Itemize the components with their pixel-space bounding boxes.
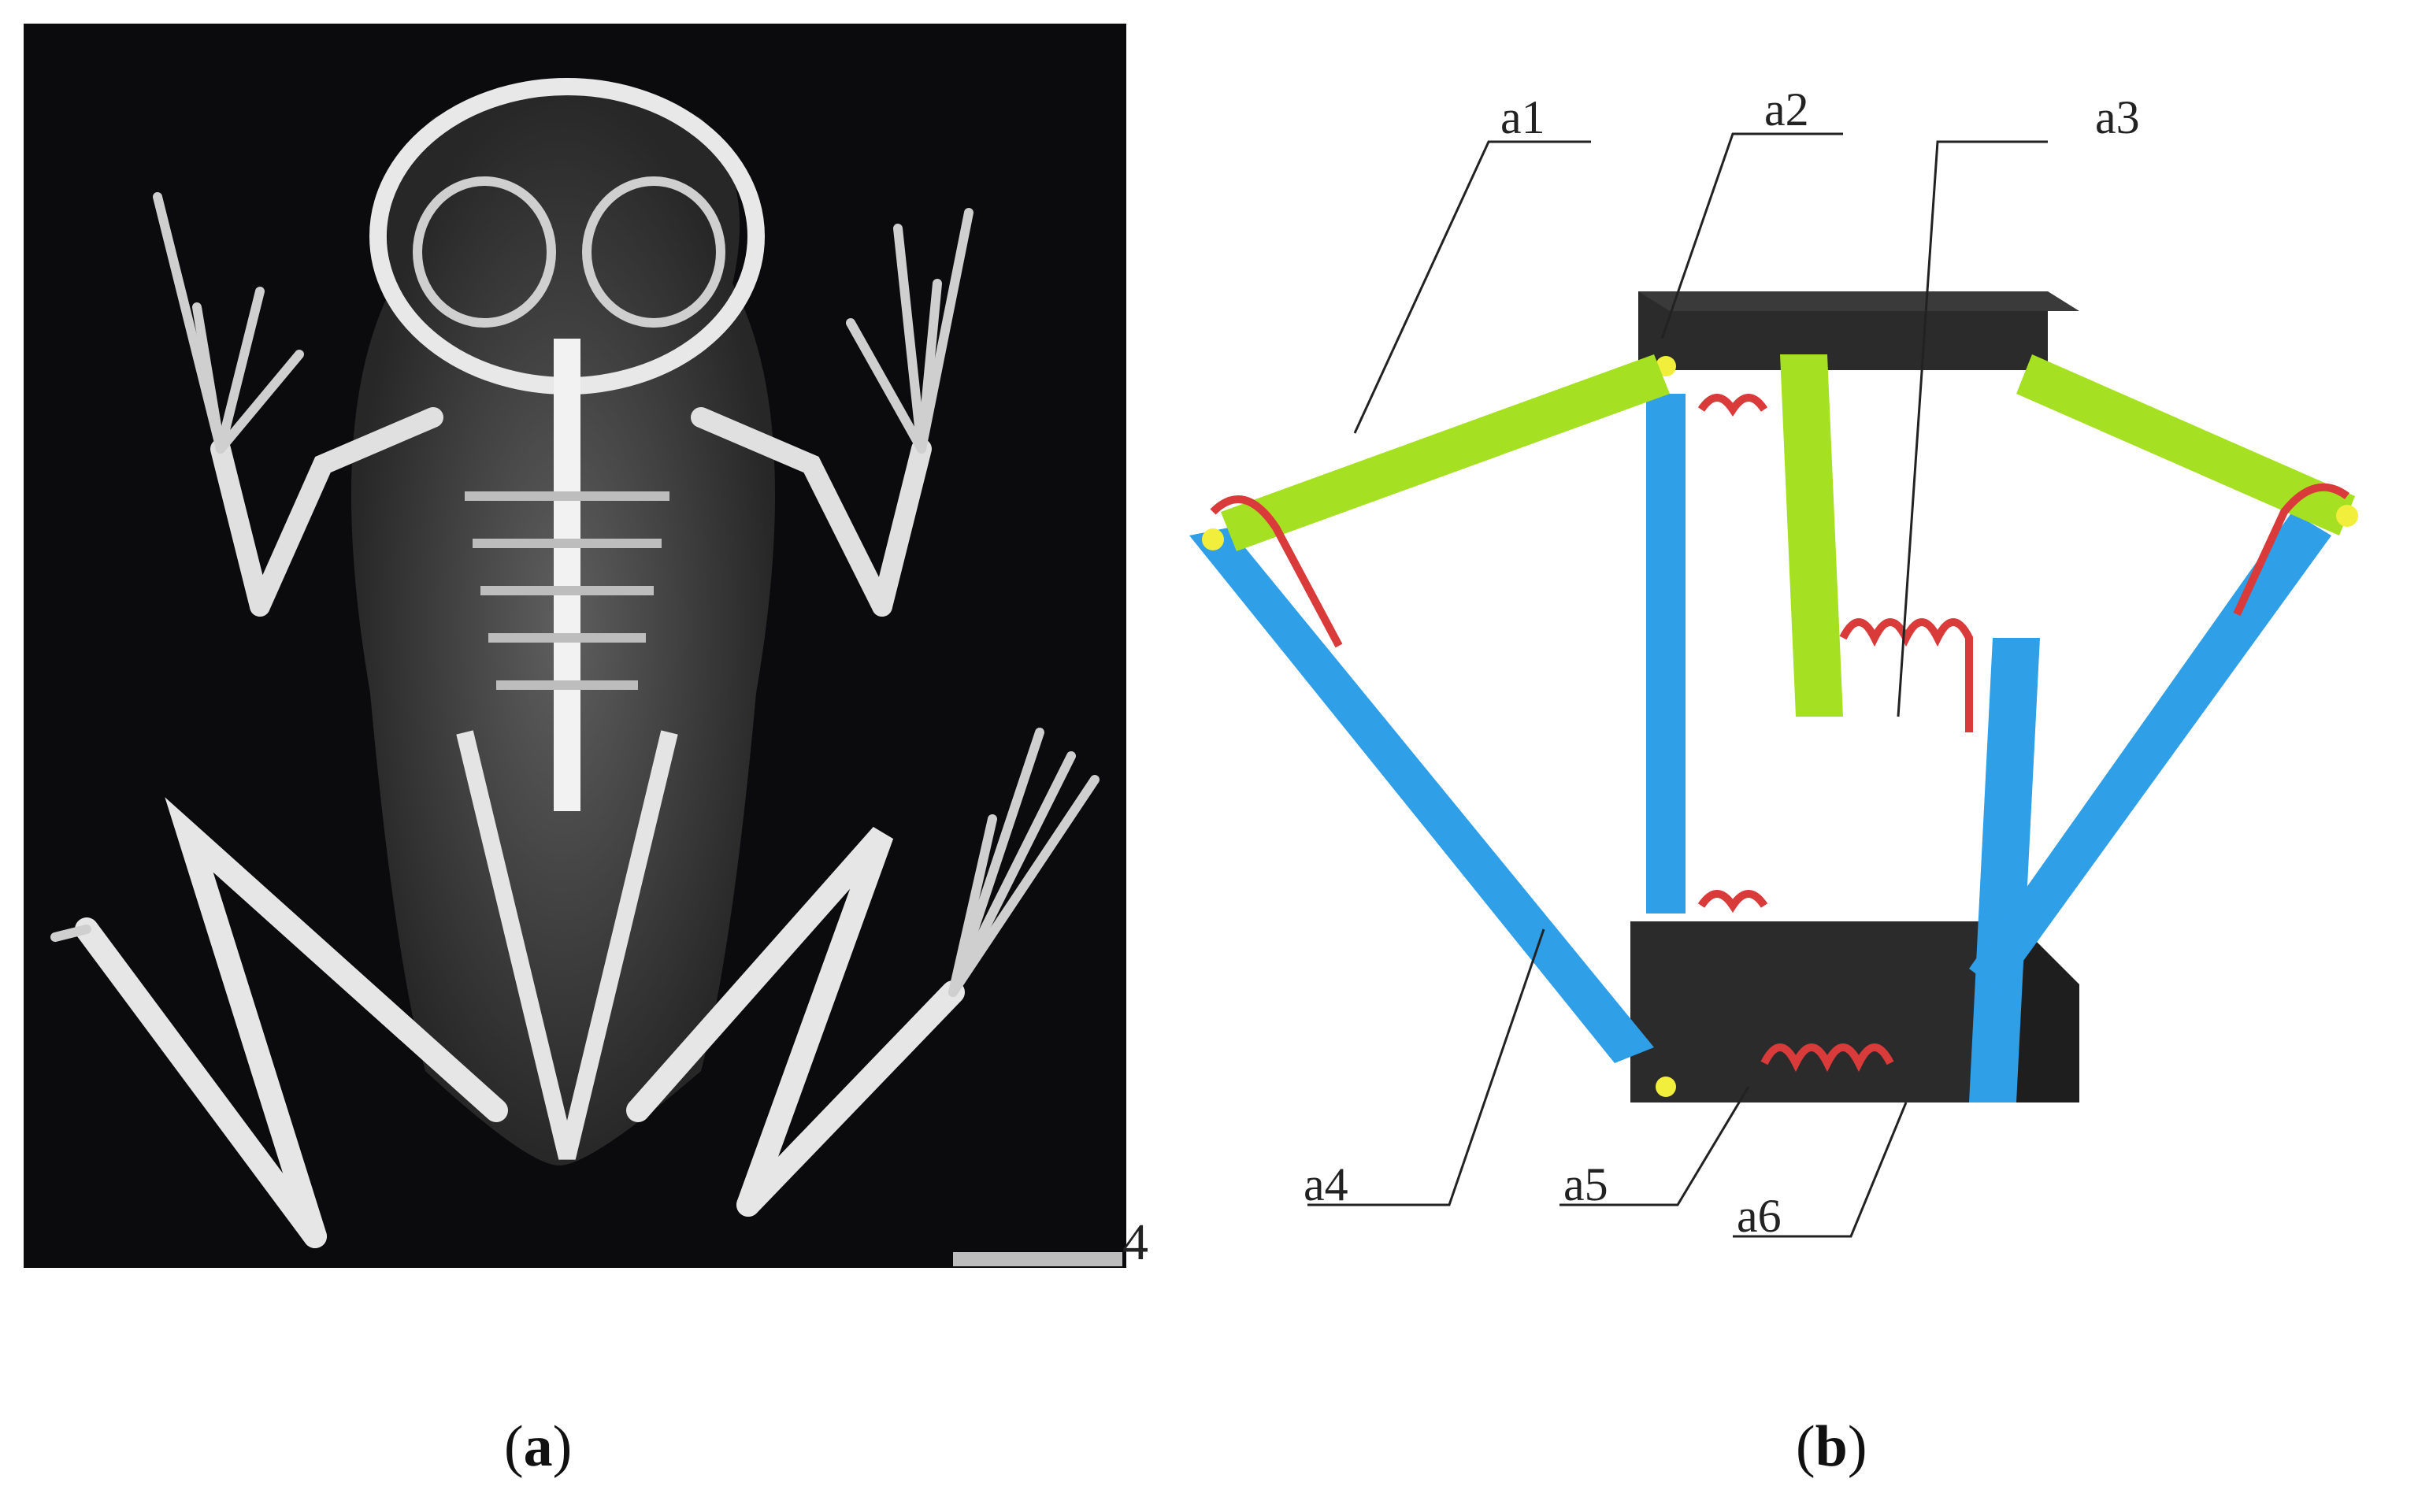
green-links: [1221, 354, 2355, 717]
label-a2: a2: [1764, 83, 1809, 135]
torsion-springs: [1210, 394, 2349, 1073]
top-plate: [1638, 291, 2079, 376]
bottom-plate: [1630, 921, 2079, 1102]
scale-bar: [953, 1252, 1122, 1266]
label-a4: a4: [1304, 1158, 1348, 1210]
label-a5: a5: [1563, 1158, 1608, 1210]
mechanism-diagram: [1189, 132, 2358, 1238]
scale-label: 4: [1122, 1214, 1148, 1271]
label-a6: a6: [1737, 1190, 1782, 1242]
blue-links: [1189, 394, 2331, 1102]
caption-b: (b): [1796, 1414, 1867, 1479]
caption-a: (a): [504, 1414, 573, 1479]
label-a1: a1: [1500, 91, 1545, 143]
frog-xray-image: [24, 24, 1126, 1268]
label-a3: a3: [2095, 91, 2140, 143]
